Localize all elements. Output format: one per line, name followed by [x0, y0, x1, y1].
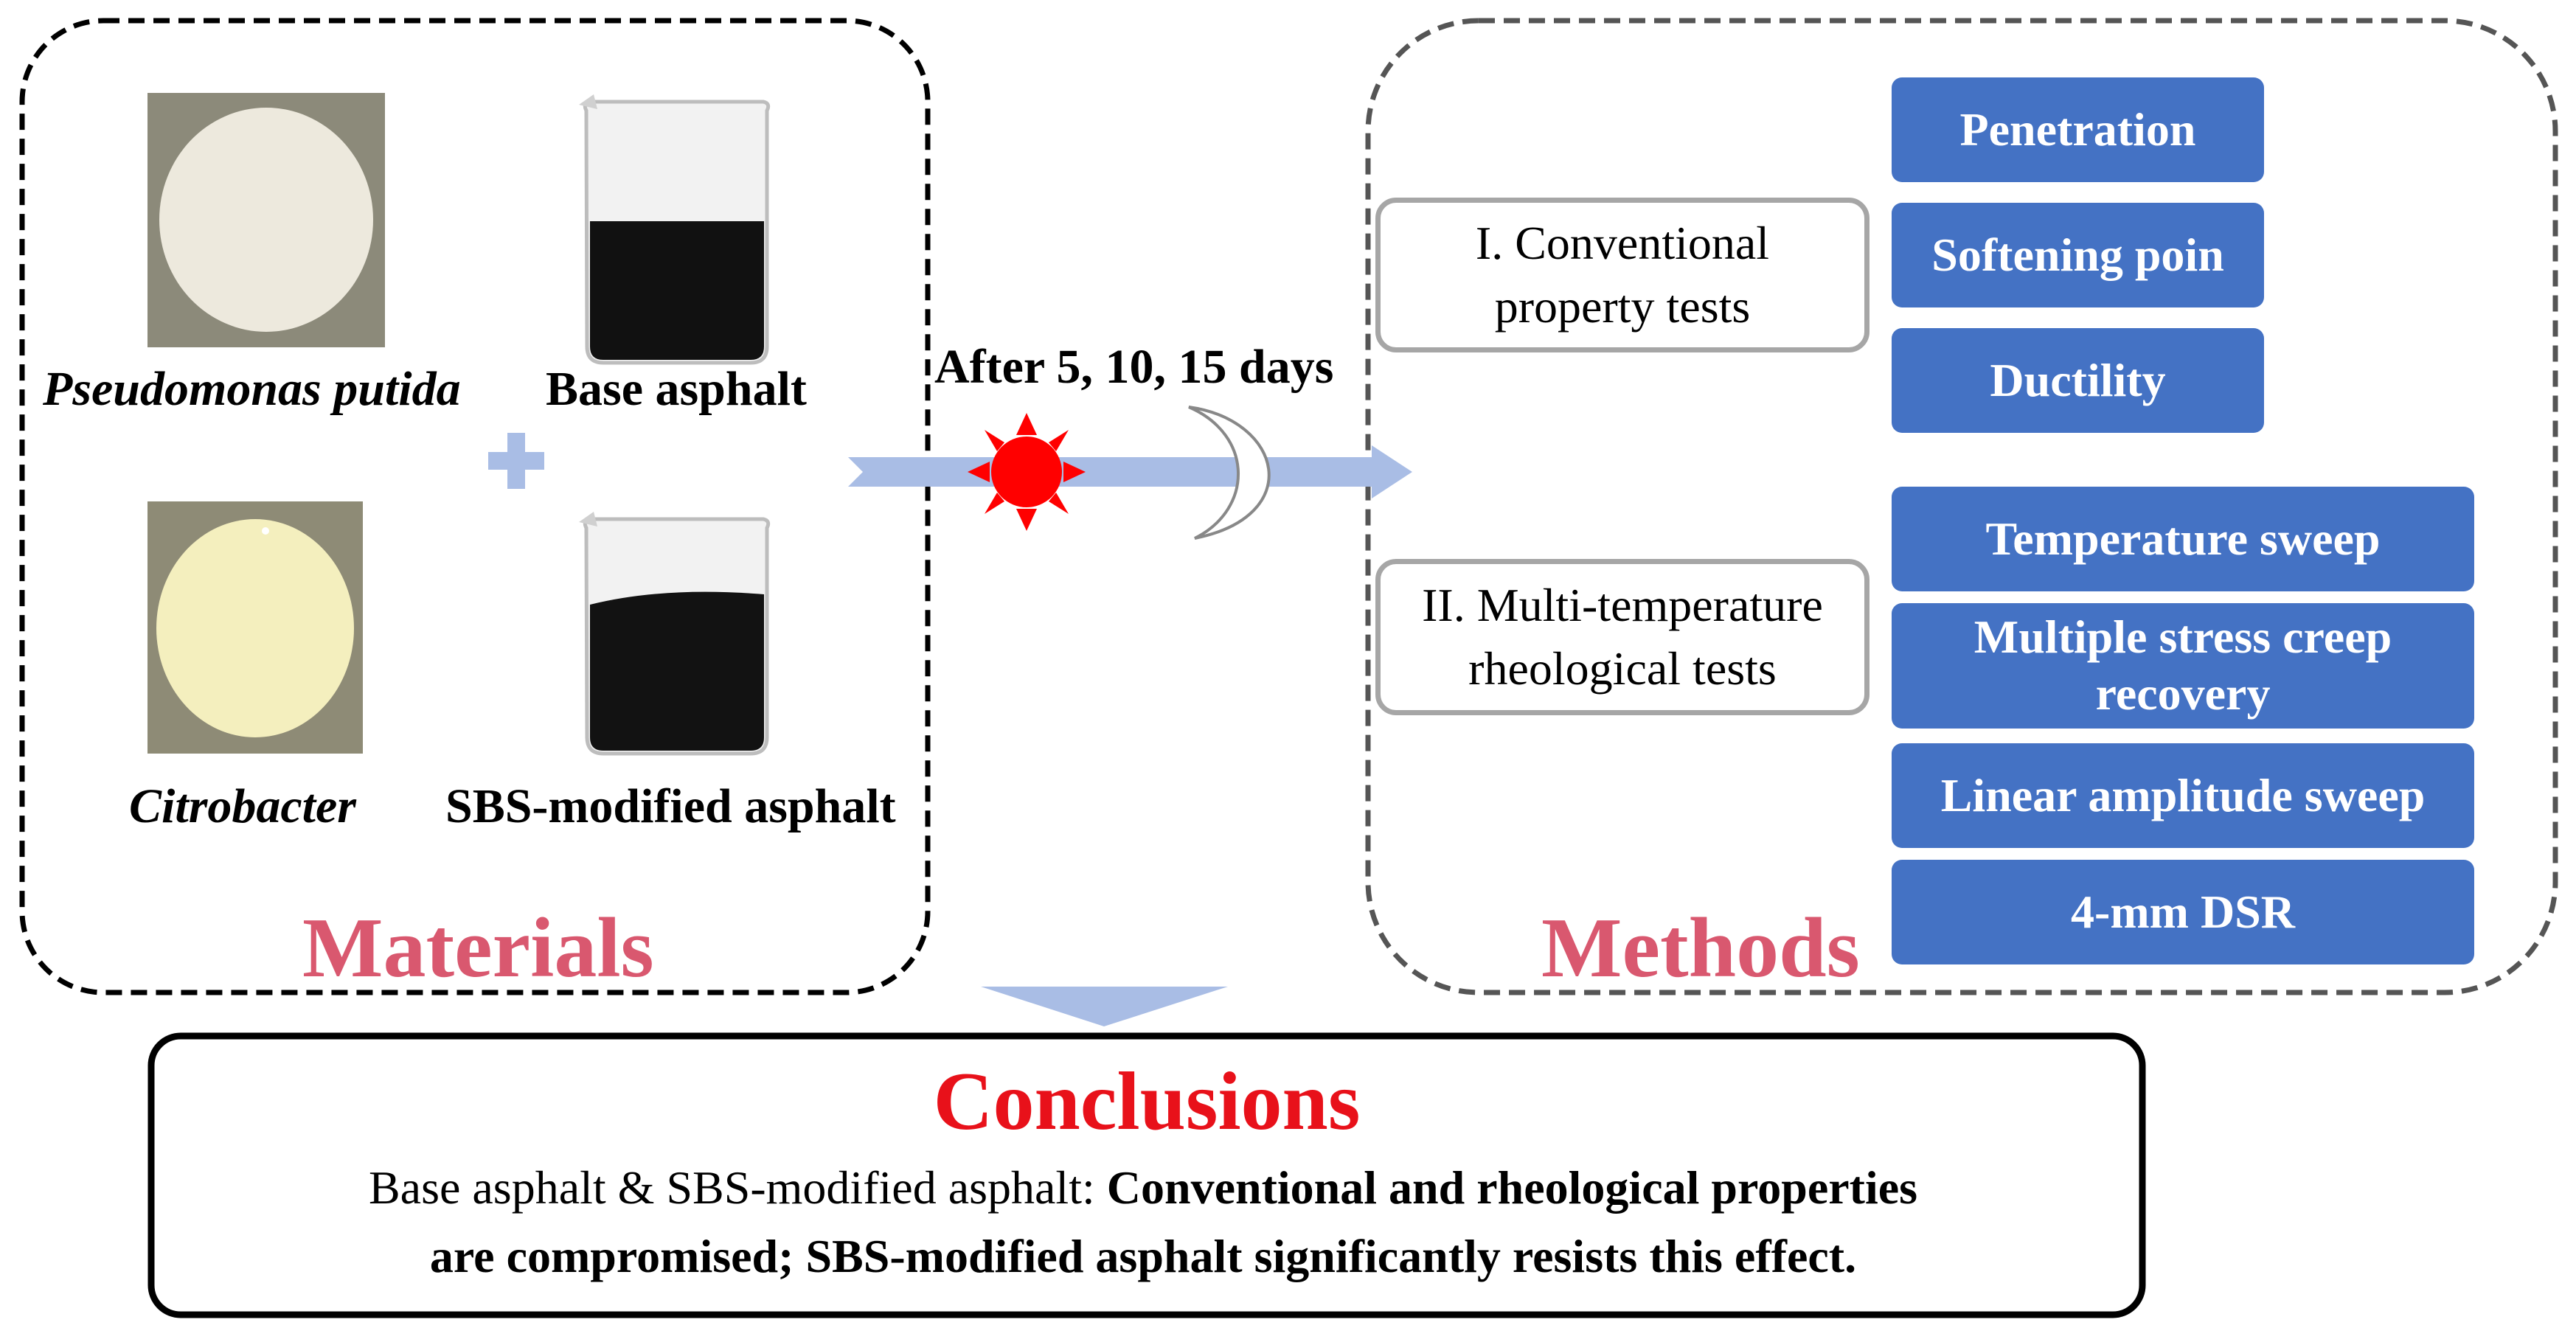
- label-pseudomonas-putida: Pseudomonas putida: [43, 362, 461, 416]
- sun-icon: [968, 413, 1086, 531]
- materials-heading: Materials: [302, 901, 654, 995]
- methods-panel: [1365, 18, 2558, 995]
- test-ductility: Ductility: [1892, 328, 2264, 433]
- plus-icon: [488, 433, 544, 489]
- label-citrobacter: Citrobacter: [129, 779, 356, 833]
- beaker-icon: [579, 94, 771, 365]
- petri-dish-icon: [147, 93, 385, 347]
- test-penetration: Penetration: [1892, 77, 2264, 182]
- conclusions-lead: Base asphalt & SBS-modified asphalt:: [368, 1161, 1107, 1214]
- mscr-line-1: Multiple stress creep: [1973, 611, 2392, 664]
- down-arrow: [981, 987, 1228, 1026]
- conclusions-text: Base asphalt & SBS-modified asphalt: Con…: [155, 1154, 2131, 1291]
- process-label: After 5, 10, 15 days: [934, 340, 1334, 394]
- group-2-line-1: II. Multi-temperature: [1422, 578, 1823, 631]
- group-1-line-1: I. Conventional: [1475, 216, 1770, 269]
- test-4mm-dsr: 4-mm DSR: [1892, 860, 2474, 964]
- methods-heading: Methods: [1541, 901, 1860, 995]
- conventional-property-tests: I. Conventional property tests: [1375, 198, 1869, 352]
- conclusions-bold-1: Conventional and rheological properties: [1106, 1161, 1918, 1214]
- crescent-moon-icon: [1188, 406, 1271, 540]
- group-2-line-2: rheological tests: [1468, 642, 1777, 695]
- conclusions-bold-2: are compromised; SBS-modified asphalt si…: [429, 1229, 1857, 1282]
- beaker-icon: [579, 512, 771, 756]
- conclusions-box: [147, 1032, 2146, 1318]
- test-softening-point: Softening poin: [1892, 203, 2264, 307]
- conclusions-heading: Conclusions: [933, 1056, 1361, 1147]
- test-linear-amplitude-sweep: Linear amplitude sweep: [1892, 743, 2474, 848]
- process-arrow: [848, 445, 1412, 498]
- mscr-line-2: recovery: [2095, 667, 2271, 720]
- test-multiple-stress-creep-recovery: Multiple stress creep recovery: [1892, 603, 2474, 729]
- test-temperature-sweep: Temperature sweep: [1892, 487, 2474, 591]
- label-base-asphalt: Base asphalt: [546, 362, 807, 416]
- group-1-line-2: property tests: [1494, 280, 1751, 333]
- multi-temperature-rheological-tests: II. Multi-temperature rheological tests: [1375, 559, 1869, 715]
- petri-dish-icon: [147, 501, 363, 754]
- label-sbs-modified-asphalt: SBS-modified asphalt: [445, 779, 896, 833]
